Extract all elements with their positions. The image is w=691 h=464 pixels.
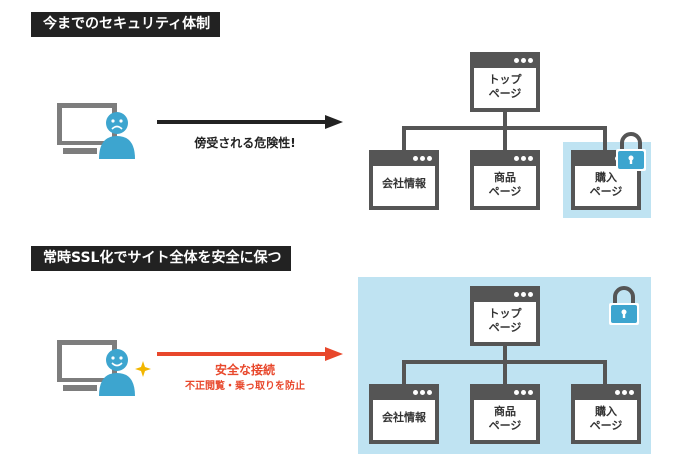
section-heading-current: 今までのセキュリティ体制: [31, 12, 221, 37]
intercept-arrow: [157, 115, 343, 129]
section-heading-ssl: 常時SSL化でサイト全体を安全に保つ: [31, 246, 292, 271]
computer-user-happy-icon: [57, 340, 151, 396]
connector-left-2: [402, 360, 406, 384]
connector-mid: [503, 126, 507, 150]
product-page-box: 商品 ページ: [470, 384, 540, 444]
safe-connection-arrow: [157, 347, 343, 361]
company-info-page-box: 会社情報: [369, 384, 439, 444]
connector-right-2: [603, 360, 607, 384]
safe-connection-text: 安全な接続: [214, 363, 275, 377]
threat-text: 傍受される危険性!: [194, 136, 296, 150]
computer-user-sad-icon: [57, 103, 135, 159]
top-page-box: トップ ページ: [470, 286, 540, 346]
connector-vertical-top: [503, 112, 507, 128]
connector-left: [402, 126, 406, 150]
lock-icon: [616, 132, 646, 171]
connector-right: [603, 126, 607, 150]
safe-connection-subtext: 不正閲覧・乗っ取りを防止: [185, 381, 305, 392]
connector-mid-2: [503, 360, 507, 384]
sparkle-icon: [135, 361, 151, 377]
lock-icon: [609, 286, 639, 325]
purchase-page-box: 購入 ページ: [571, 384, 641, 444]
company-info-page-box: 会社情報: [369, 150, 439, 210]
top-page-box: トップ ページ: [470, 52, 540, 112]
connector-vertical-top-2: [503, 346, 507, 362]
product-page-box: 商品 ページ: [470, 150, 540, 210]
